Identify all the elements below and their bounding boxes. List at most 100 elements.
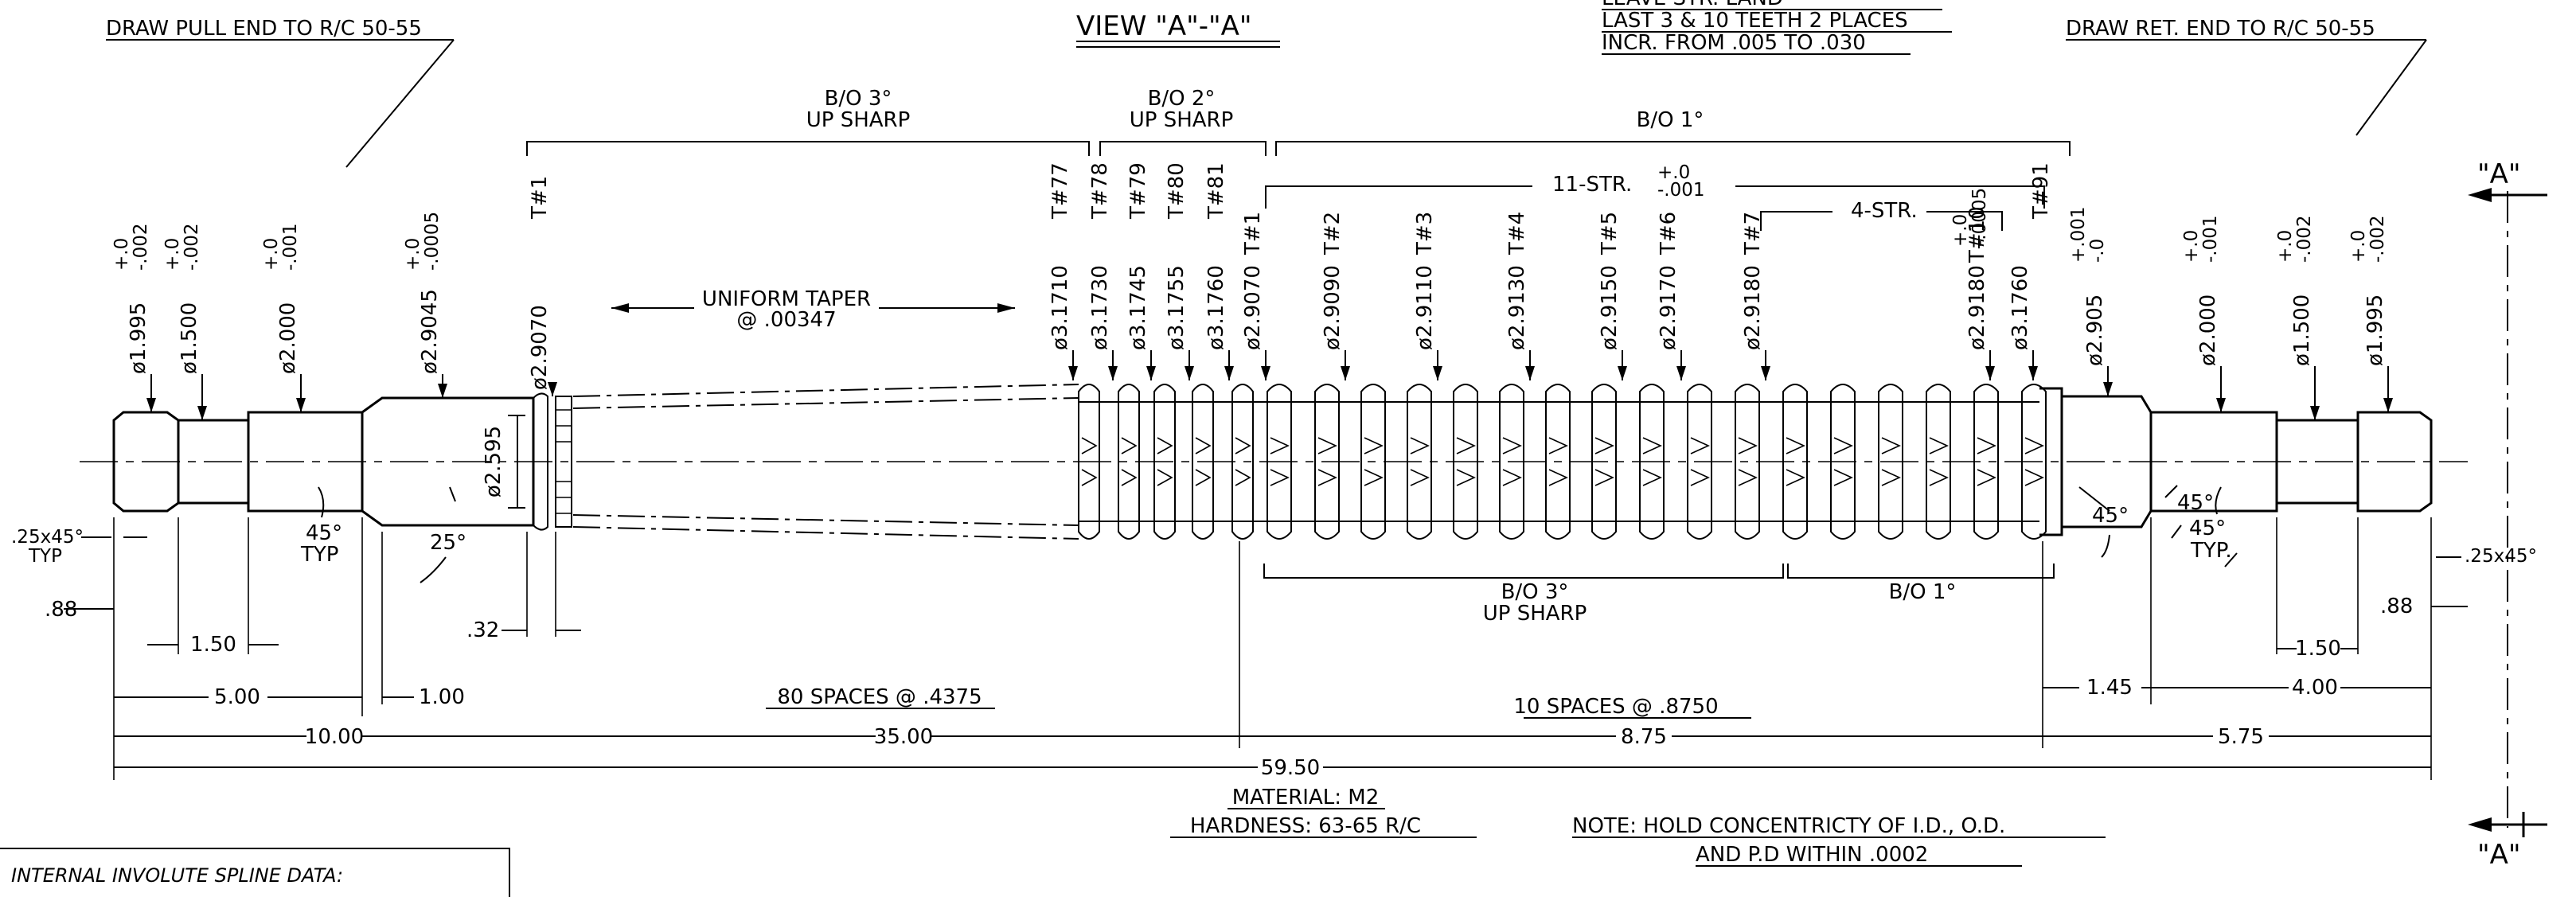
chamfer-left: .25x45° [11, 527, 84, 548]
str11-bracket-right [1735, 185, 2045, 209]
teeth-note-line1: LAST 3 & 10 TEETH 2 PLACES [1602, 9, 1908, 33]
spaces-10: 10 SPACES @ .8750 [1513, 695, 1718, 719]
bo3-top-sub: UP SHARP [806, 108, 911, 132]
retriever-end [2356, 411, 2433, 513]
horizontal-dimensions: .88 1.50 5.00 1.00 .32 10.00 35.00 80 SP… [45, 517, 2468, 780]
pull-end-pilot [112, 411, 180, 513]
dim-5950: 59.50 [1261, 756, 1320, 780]
taper-line2: @ .00347 [736, 308, 836, 332]
angle-typ-left: TYP [300, 543, 338, 567]
dim-100: 1.00 [419, 685, 465, 709]
diameter-29045-tol-plus: +.0 [403, 238, 423, 271]
diameter-29070-left: ø2.9070 [528, 305, 552, 390]
diameter-1500-left-arrowhead [197, 406, 207, 420]
diameter-2000-right-tol-plus: +.0 [2181, 230, 2202, 263]
front-shank [247, 411, 364, 513]
diameter-29180-a: ø2.9180 [1741, 265, 1765, 350]
str4-label: 4-STR. [1851, 199, 1918, 223]
taper-arrowhead-left [611, 303, 629, 313]
broach-tooth [1153, 384, 1176, 540]
angle-45-left-arc [318, 486, 325, 518]
diameter-29150: ø2.9150 [1598, 265, 1622, 350]
angle-45-right-1-leader [2078, 486, 2110, 512]
spaces-80: 80 SPACES @ .4375 [777, 685, 982, 709]
broach-tooth [1499, 384, 1524, 540]
dim-150-left: 1.50 [190, 633, 236, 657]
tooth-edge [2024, 437, 2044, 486]
diameter-1500-right-tol-minus: -.002 [2294, 215, 2315, 263]
angle-typ-right-leader-2 [2224, 552, 2238, 567]
angle-45-right-3: 45° [2189, 517, 2226, 540]
broach-tooth [1878, 384, 1903, 540]
pull-neck [177, 419, 250, 505]
dim-500: 5.00 [214, 685, 260, 709]
diameter-29150-arrowhead [1618, 366, 1627, 380]
bo2-top-sub: UP SHARP [1130, 108, 1234, 132]
angle-45-right-1: 45° [2092, 504, 2129, 528]
bo1-bottom-bracket [1787, 564, 2055, 579]
diameter-29090: ø2.9090 [1321, 265, 1345, 350]
str11-tol-plus: +.0 [1657, 162, 1690, 183]
tooth-label-t78: T#78 [1088, 162, 1112, 220]
str11-bracket-left [1265, 185, 1532, 209]
spline-data-box: INTERNAL INVOLUTE SPLINE DATA: [0, 848, 510, 897]
taper-phantom-top-inner [572, 397, 1079, 409]
diameter-2905-right-tol-plus: +.001 [2068, 207, 2089, 263]
bo1-top-label: B/O 1° [1637, 108, 1704, 132]
taper-phantom-bottom-outer [572, 526, 1079, 540]
diameter-1995-left: ø1.995 [127, 302, 150, 374]
tooth-edge [1410, 437, 1430, 486]
angle-25-arc [420, 556, 447, 583]
diameter-31710-arrowhead [1068, 366, 1078, 380]
diameter-31730: ø3.1730 [1088, 265, 1112, 350]
chamfer-right: .25x45° [2465, 546, 2537, 567]
diameter-29045-tol-minus: -.0005 [422, 212, 443, 271]
concentricity-note-line2: AND P.D WITHIN .0002 [1696, 843, 1928, 867]
diameter-31760-a: ø3.1760 [1204, 265, 1228, 350]
broach-tooth [1360, 384, 1386, 540]
bo3-top-label: B/O 3° [825, 87, 892, 111]
tooth-edge [1317, 437, 1337, 486]
bo3-top-bracket [526, 141, 1090, 156]
taper-note: UNIFORM TAPER @ .00347 [611, 287, 1015, 332]
front-pilot-shoulder [533, 392, 548, 531]
tooth-label-t2: T#2 [1321, 212, 1345, 255]
backoff-brackets: B/O 3° UP SHARP B/O 2° UP SHARP B/O 1° B… [526, 87, 2071, 626]
diameter-2000-left-arrowhead [296, 398, 306, 412]
diameter-29130: ø2.9130 [1505, 265, 1529, 350]
dim-3500: 35.00 [874, 725, 933, 749]
broach-tooth [1926, 384, 1951, 540]
tooth-edge [1502, 437, 1522, 486]
broach-tooth [1407, 384, 1432, 540]
diameter-29180-b: ø2.9180 [1965, 265, 1989, 350]
bo1-top-bracket [1275, 141, 2071, 156]
tooth-label-t10: T#10 [1965, 206, 1989, 263]
diameter-29045-arrowhead [438, 384, 447, 398]
bo3-bottom-label: B/O 3° [1501, 580, 1569, 604]
angle-typ-right: TYP. [2190, 539, 2232, 563]
draw-ret-end-leader [2355, 39, 2427, 136]
hardness-note: HARDNESS: 63-65 R/C [1190, 814, 1421, 838]
bo3-bottom-sub: UP SHARP [1483, 602, 1587, 626]
broach-tooth [1545, 384, 1571, 540]
dim-1000: 10.00 [305, 725, 364, 749]
section-a-bottom: "A" [2477, 839, 2521, 871]
concentricity-note-line1: NOTE: HOLD CONCENTRICTY OF I.D., O.D. [1572, 814, 2005, 838]
diameter-29180-a-arrowhead [1761, 366, 1770, 380]
diameter-29090-arrowhead [1341, 366, 1350, 380]
angle-45-right-1-arc [2101, 534, 2110, 558]
tooth-edge [1548, 437, 1568, 486]
diameter-1995-right-tol-plus: +.0 [2348, 230, 2369, 263]
broach-tooth [1118, 384, 1140, 540]
broach-teeth [1078, 384, 2047, 540]
diameter-1995-right-arrowhead [2383, 398, 2393, 412]
diameter-2905-right-arrowhead [2103, 382, 2113, 396]
diameter-1500-left-tol-plus: +.0 [162, 238, 183, 271]
diameter-29110: ø2.9110 [1413, 265, 1437, 350]
straight-land-groups: 11-STR. +.0 -.001 4-STR. [1265, 162, 2045, 231]
angle-notes: 45° TYP 25° 45° 45° 45° TYP. .25x45° TYP… [11, 485, 2537, 583]
broach-tooth [2021, 384, 2047, 540]
diameter-29170: ø2.9170 [1657, 265, 1680, 350]
diameter-29070-left-arrowhead [548, 382, 557, 396]
diameter-2000-left-tol-plus: +.0 [261, 238, 282, 271]
